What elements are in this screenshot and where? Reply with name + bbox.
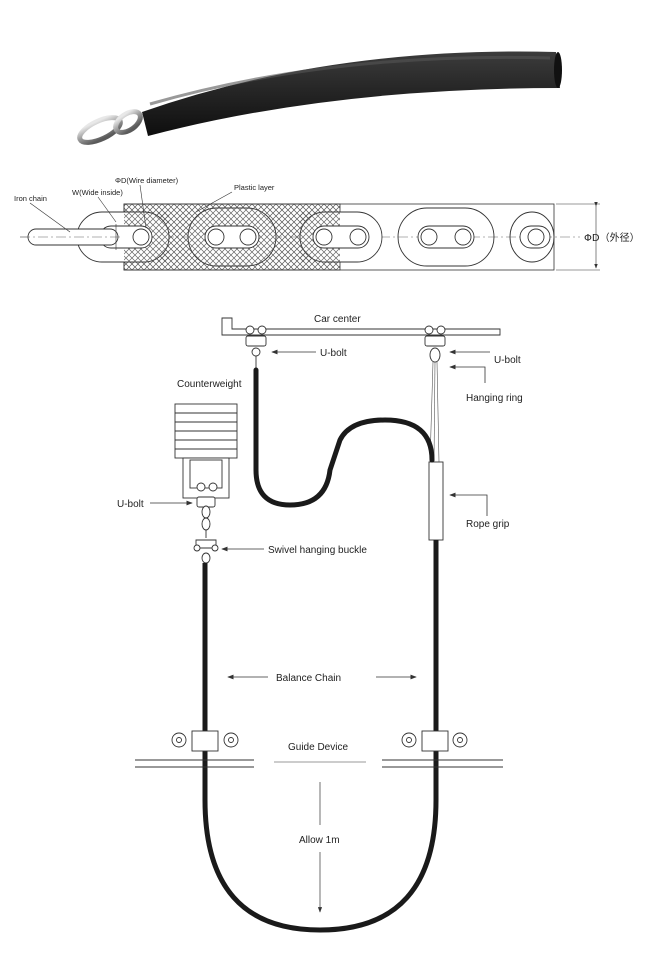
balance-chain-car-loop <box>253 367 435 508</box>
rope-grip <box>428 461 444 541</box>
plastic-coated-cable <box>142 51 560 136</box>
allow-label: Allow 1m <box>299 835 340 846</box>
guide-device-left <box>135 730 254 768</box>
steel-chain-links <box>77 109 143 145</box>
wire-diameter-label: ΦD(Wire diameter) <box>115 176 179 185</box>
counterweight-block <box>174 403 238 499</box>
wide-inside-label: W(Wide inside) <box>72 188 123 197</box>
swivel-buckle-label: Swivel hanging buckle <box>268 545 367 556</box>
rope-grip-label: Rope grip <box>466 519 510 530</box>
chain-cross-section: ΦD（外径） Iron chain W(Wide inside) ΦD(Wire… <box>14 176 640 271</box>
outer-diameter-label: ΦD（外径） <box>584 231 640 244</box>
u-bolt-cw-label: U-bolt <box>117 499 144 510</box>
guide-device-right <box>382 730 503 768</box>
u-bolt-right-label: U-bolt <box>494 355 521 366</box>
car-center-label: Car center <box>314 314 361 325</box>
swivel-hanging-buckle <box>193 530 219 564</box>
coated-chain-photo <box>77 51 562 145</box>
balance-chain-main <box>202 540 439 933</box>
counterweight-label: Counterweight <box>177 379 242 390</box>
u-bolt-left-label: U-bolt <box>320 348 347 359</box>
u-bolt-left <box>245 325 267 370</box>
plastic-layer-label: Plastic layer <box>234 183 275 192</box>
guide-device-label: Guide Device <box>288 742 348 753</box>
iron-chain-label: Iron chain <box>14 194 47 203</box>
wire-cross-sections <box>132 228 545 246</box>
balance-chain-label: Balance Chain <box>276 673 341 684</box>
hanging-ring-label: Hanging ring <box>466 393 523 404</box>
installation-diagram: Car center U-bolt U-bolt Hanging ring <box>117 314 523 933</box>
outer-diameter-dimension <box>556 201 600 271</box>
u-bolt-counterweight <box>196 496 216 531</box>
